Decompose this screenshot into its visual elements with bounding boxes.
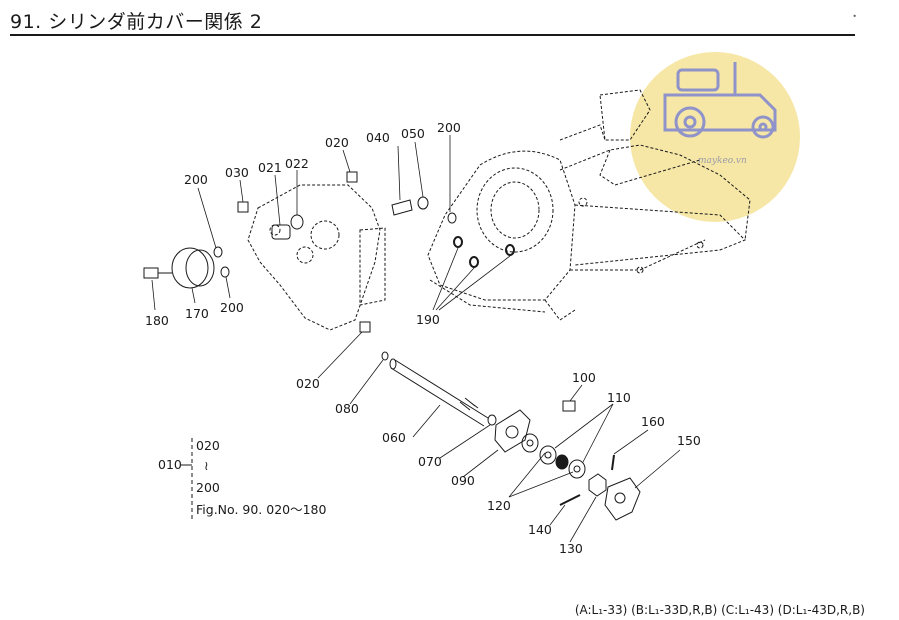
part-label-020: 020 xyxy=(325,135,349,150)
cylinder-housing xyxy=(427,89,751,321)
part-label-110: 110 xyxy=(607,390,631,405)
part-label-180: 180 xyxy=(145,313,169,328)
assembly-010-label: 010 xyxy=(158,457,182,472)
nut-130 xyxy=(588,473,607,497)
assembly-range-tilde: ≀ xyxy=(204,458,209,473)
fitting-040 xyxy=(391,199,413,216)
orings xyxy=(213,212,515,278)
part-label-021: 021 xyxy=(258,160,282,175)
assembly-range-end: 200 xyxy=(196,480,220,495)
assembly-range-start: 020 xyxy=(196,438,220,453)
leader-lines xyxy=(151,135,681,543)
part-label-120: 120 xyxy=(487,498,511,513)
part-label-170: 170 xyxy=(185,306,209,321)
model-applicability-footer: (A:L₁-33) (B:L₁-33D,R,B) (C:L₁-43) (D:L₁… xyxy=(574,603,865,617)
watermark-text: maykeo.vn xyxy=(698,156,747,166)
pin-140 xyxy=(559,494,581,506)
part-label-040: 040 xyxy=(366,130,390,145)
part-label-160: 160 xyxy=(641,414,665,429)
page-title: 91. シリンダ前カバー関係 2 xyxy=(10,11,263,33)
part-label-022: 022 xyxy=(285,156,309,171)
parts-drawing xyxy=(143,89,751,543)
part-label-150: 150 xyxy=(677,433,701,448)
front-cover-plate xyxy=(247,184,386,331)
part-label-060: 060 xyxy=(382,430,406,445)
plug-021 xyxy=(271,224,291,240)
part-label-200: 200 xyxy=(437,120,461,135)
part-label-130: 130 xyxy=(559,541,583,556)
figure-reference: Fig.No. 90. 020～180 xyxy=(196,502,327,517)
tractor-icon xyxy=(663,62,777,139)
washer-050 xyxy=(417,196,429,210)
watermark-logo xyxy=(630,52,800,222)
plug-020-bottom xyxy=(359,321,371,333)
ring-080 xyxy=(381,351,389,361)
washers-110-120 xyxy=(521,433,586,479)
plug-030 xyxy=(237,201,249,213)
part-label-030: 030 xyxy=(225,165,249,180)
part-label-200: 200 xyxy=(184,172,208,187)
plug-020-top xyxy=(346,171,358,183)
bolt-180 xyxy=(143,267,172,279)
corner-mark: • xyxy=(852,12,857,21)
part-label-080: 080 xyxy=(335,401,359,416)
ring-070 xyxy=(487,414,497,426)
part-label-190: 190 xyxy=(416,312,440,327)
part-label-070: 070 xyxy=(418,454,442,469)
assembly-bracket xyxy=(180,438,193,520)
part-label-050: 050 xyxy=(401,126,425,141)
pin-160 xyxy=(611,454,615,471)
bolt-100 xyxy=(562,400,576,412)
knob-150 xyxy=(604,477,641,521)
part-label-090: 090 xyxy=(451,473,475,488)
part-label-200: 200 xyxy=(220,300,244,315)
page-header: 91. シリンダ前カバー関係 2 • xyxy=(10,4,857,36)
part-label-020: 020 xyxy=(296,376,320,391)
part-label-100: 100 xyxy=(572,370,596,385)
cap-170 xyxy=(171,247,215,289)
shaft-060 xyxy=(389,358,489,427)
flange-090 xyxy=(494,409,531,453)
washer-022 xyxy=(290,214,304,230)
part-label-140: 140 xyxy=(528,522,552,537)
